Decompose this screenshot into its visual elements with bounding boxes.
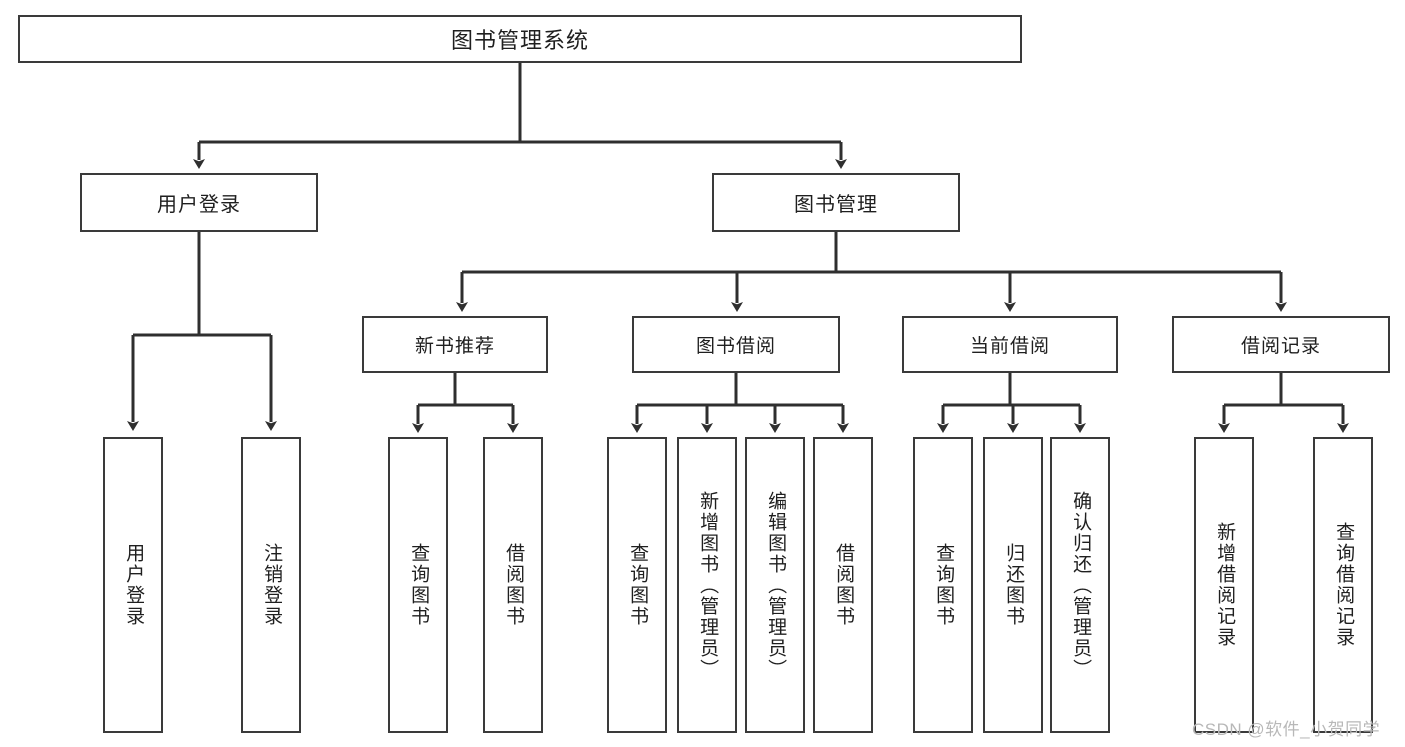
node-label: 查询图书 bbox=[408, 543, 430, 627]
node-label: 归还图书 bbox=[1003, 543, 1025, 627]
leaf-recommend-query-book[interactable]: 查询图书 bbox=[388, 437, 448, 733]
node-label: 编辑图书（管理员） bbox=[765, 490, 787, 680]
node-label: 查询图书 bbox=[627, 543, 649, 627]
node-label: 当前借阅 bbox=[969, 336, 1050, 357]
leaf-user-login-logout[interactable]: 注销登录 bbox=[241, 437, 301, 733]
node-user-login[interactable]: 用户登录 bbox=[80, 173, 318, 232]
leaf-borrow-query-book[interactable]: 查询图书 bbox=[607, 437, 667, 733]
node-label: 借阅图书 bbox=[833, 543, 855, 627]
node-label: 图书管理系统 bbox=[450, 28, 589, 53]
node-book-management[interactable]: 图书管理 bbox=[712, 173, 960, 232]
leaf-current-query-book[interactable]: 查询图书 bbox=[913, 437, 973, 733]
node-label: 新增图书（管理员） bbox=[697, 490, 719, 680]
leaf-record-query-record[interactable]: 查询借阅记录 bbox=[1313, 437, 1373, 733]
leaf-borrow-add-book-admin[interactable]: 新增图书（管理员） bbox=[677, 437, 737, 733]
node-label: 查询图书 bbox=[933, 543, 955, 627]
node-book-borrow[interactable]: 图书借阅 bbox=[632, 316, 840, 373]
node-label: 图书借阅 bbox=[695, 336, 776, 357]
node-label: 新增借阅记录 bbox=[1214, 522, 1236, 648]
node-root-system[interactable]: 图书管理系统 bbox=[18, 15, 1022, 63]
node-label: 用户登录 bbox=[157, 194, 241, 216]
node-current-borrow[interactable]: 当前借阅 bbox=[902, 316, 1118, 373]
node-label: 查询借阅记录 bbox=[1333, 522, 1355, 648]
node-label: 借阅图书 bbox=[503, 543, 525, 627]
leaf-record-add-record[interactable]: 新增借阅记录 bbox=[1194, 437, 1254, 733]
leaf-borrow-borrow-book[interactable]: 借阅图书 bbox=[813, 437, 873, 733]
watermark-text: CSDN @软件_小贺同学 bbox=[1192, 720, 1381, 739]
leaf-borrow-edit-book-admin[interactable]: 编辑图书（管理员） bbox=[745, 437, 805, 733]
node-new-book-recommend[interactable]: 新书推荐 bbox=[362, 316, 548, 373]
leaf-current-confirm-return-admin[interactable]: 确认归还（管理员） bbox=[1050, 437, 1110, 733]
node-label: 确认归还（管理员） bbox=[1070, 490, 1092, 680]
node-label: 借阅记录 bbox=[1240, 336, 1321, 357]
leaf-current-return-book[interactable]: 归还图书 bbox=[983, 437, 1043, 733]
node-label: 图书管理 bbox=[794, 194, 878, 216]
node-label: 注销登录 bbox=[261, 543, 283, 627]
node-borrow-record[interactable]: 借阅记录 bbox=[1172, 316, 1390, 373]
node-label: 用户登录 bbox=[123, 543, 145, 627]
leaf-recommend-borrow-book[interactable]: 借阅图书 bbox=[483, 437, 543, 733]
leaf-user-login-login[interactable]: 用户登录 bbox=[103, 437, 163, 733]
node-label: 新书推荐 bbox=[414, 336, 495, 357]
